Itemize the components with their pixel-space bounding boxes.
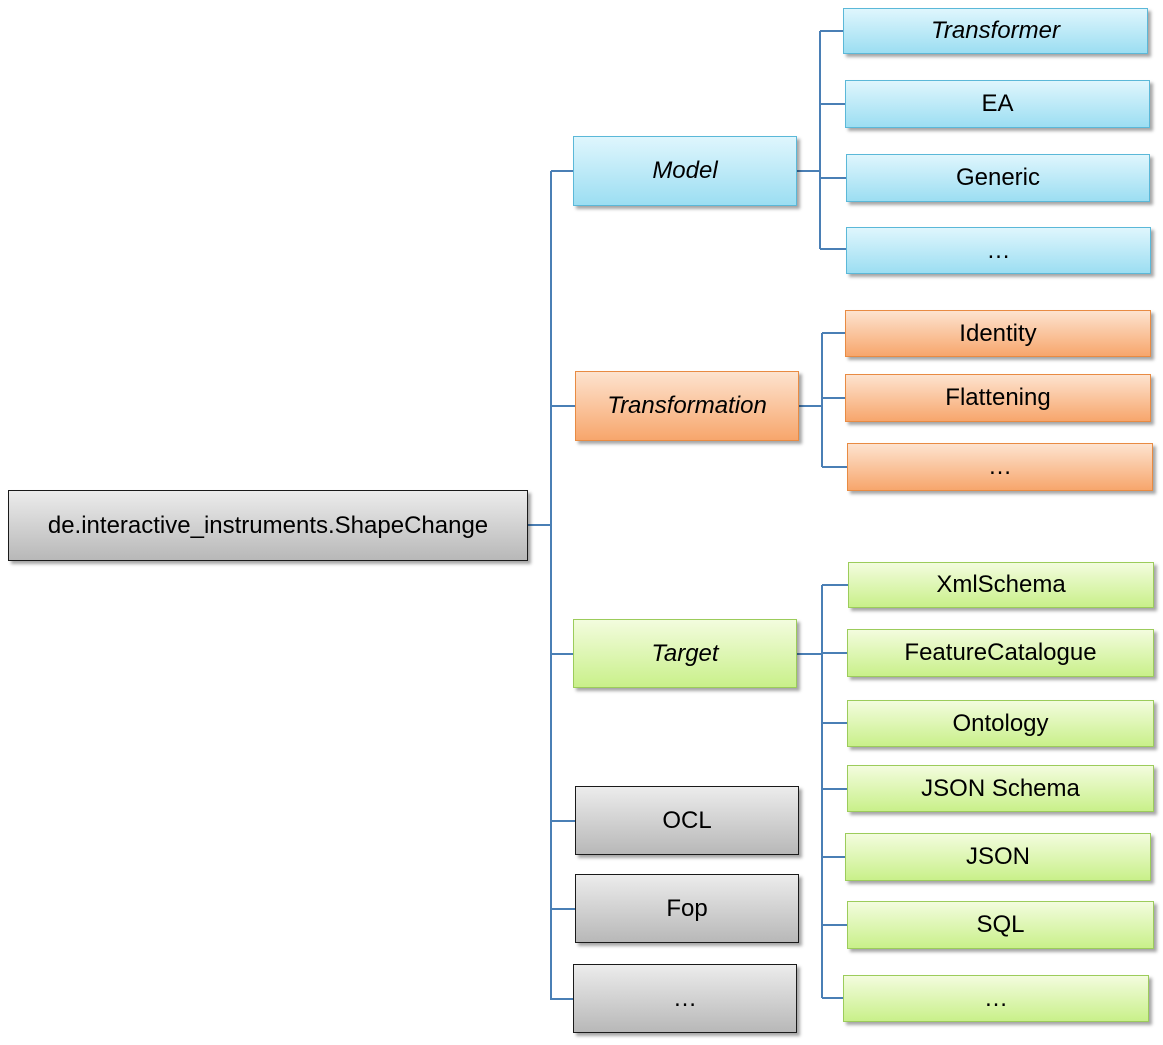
other-module-node: … xyxy=(573,964,797,1033)
root-node: de.interactive_instruments.ShapeChange xyxy=(8,490,528,561)
model-node: Model xyxy=(573,136,797,206)
model-child-more: … xyxy=(846,227,1151,274)
target-child-ontology: Ontology xyxy=(847,700,1154,747)
target-node: Target xyxy=(573,619,797,688)
target-child-xmlschema: XmlSchema xyxy=(848,562,1154,608)
model-child-generic: Generic xyxy=(846,154,1150,202)
target-child-featurecatalogue: FeatureCatalogue xyxy=(847,629,1154,677)
model-child-ea: EA xyxy=(845,80,1150,128)
transformation-node: Transformation xyxy=(575,371,799,441)
target-child-json-schema: JSON Schema xyxy=(847,765,1154,812)
ocl-node: OCL xyxy=(575,786,799,855)
transformation-child-flattening: Flattening xyxy=(845,374,1151,422)
model-child-transformer: Transformer xyxy=(843,8,1148,54)
transformation-child-identity: Identity xyxy=(845,310,1151,357)
transformation-child-more: … xyxy=(847,443,1153,491)
fop-node: Fop xyxy=(575,874,799,943)
target-child-json: JSON xyxy=(845,833,1151,881)
target-child-more: … xyxy=(843,975,1149,1022)
target-child-sql: SQL xyxy=(847,901,1154,949)
